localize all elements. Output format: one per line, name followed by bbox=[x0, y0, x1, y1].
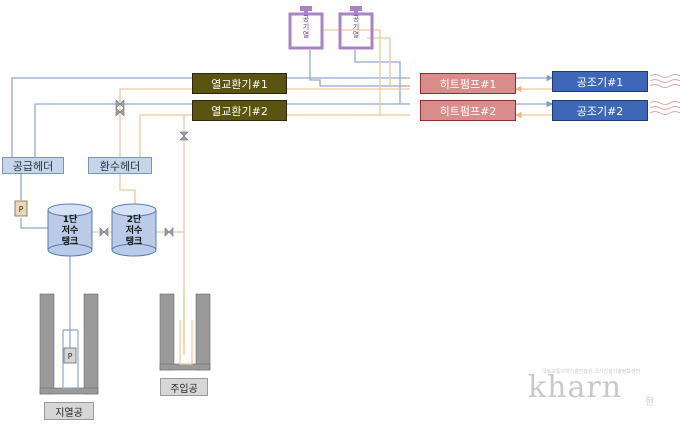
storage-tanks bbox=[47, 203, 157, 257]
heat-exchanger-2[interactable]: 열교환기#2 bbox=[192, 100, 287, 121]
geothermal-well-label: 지열공 bbox=[44, 402, 94, 420]
heat-pump-2[interactable]: 히트펌프#2 bbox=[420, 100, 516, 121]
wells bbox=[39, 293, 211, 395]
pumps bbox=[14, 200, 77, 364]
return-header[interactable]: 환수헤더 bbox=[88, 157, 152, 174]
tank-1-label: 1단 저수 탱크 bbox=[61, 215, 79, 247]
air-flow-waves bbox=[649, 74, 680, 115]
supply-lines bbox=[11, 50, 554, 355]
return-lines bbox=[92, 29, 552, 355]
heat-exchanger-1[interactable]: 열교환기#1 bbox=[192, 73, 287, 94]
air-handling-unit-2[interactable]: 공조기#2 bbox=[552, 100, 648, 121]
watermark-caption: 국토교통과학기술진흥원 국가건설기술정보센터 bbox=[542, 369, 641, 375]
valves bbox=[99, 99, 189, 237]
pump-1-label: P bbox=[18, 204, 24, 214]
supply-header[interactable]: 공급헤더 bbox=[2, 157, 64, 174]
watermark-logo: kharn bbox=[528, 370, 623, 405]
heat-pump-1[interactable]: 히트펌프#1 bbox=[420, 73, 516, 94]
air-heat-1-label: 공기열 bbox=[302, 15, 310, 39]
tank-2-label: 2단 저수 탱크 bbox=[125, 215, 143, 247]
injection-well-label: 주입공 bbox=[160, 378, 208, 396]
air-handling-unit-1[interactable]: 공조기#1 bbox=[552, 71, 648, 92]
pump-2-label: P bbox=[67, 351, 73, 361]
air-heat-2-label: 공기열 bbox=[352, 15, 360, 39]
watermark-logo-suffix: 한 bbox=[645, 397, 655, 408]
